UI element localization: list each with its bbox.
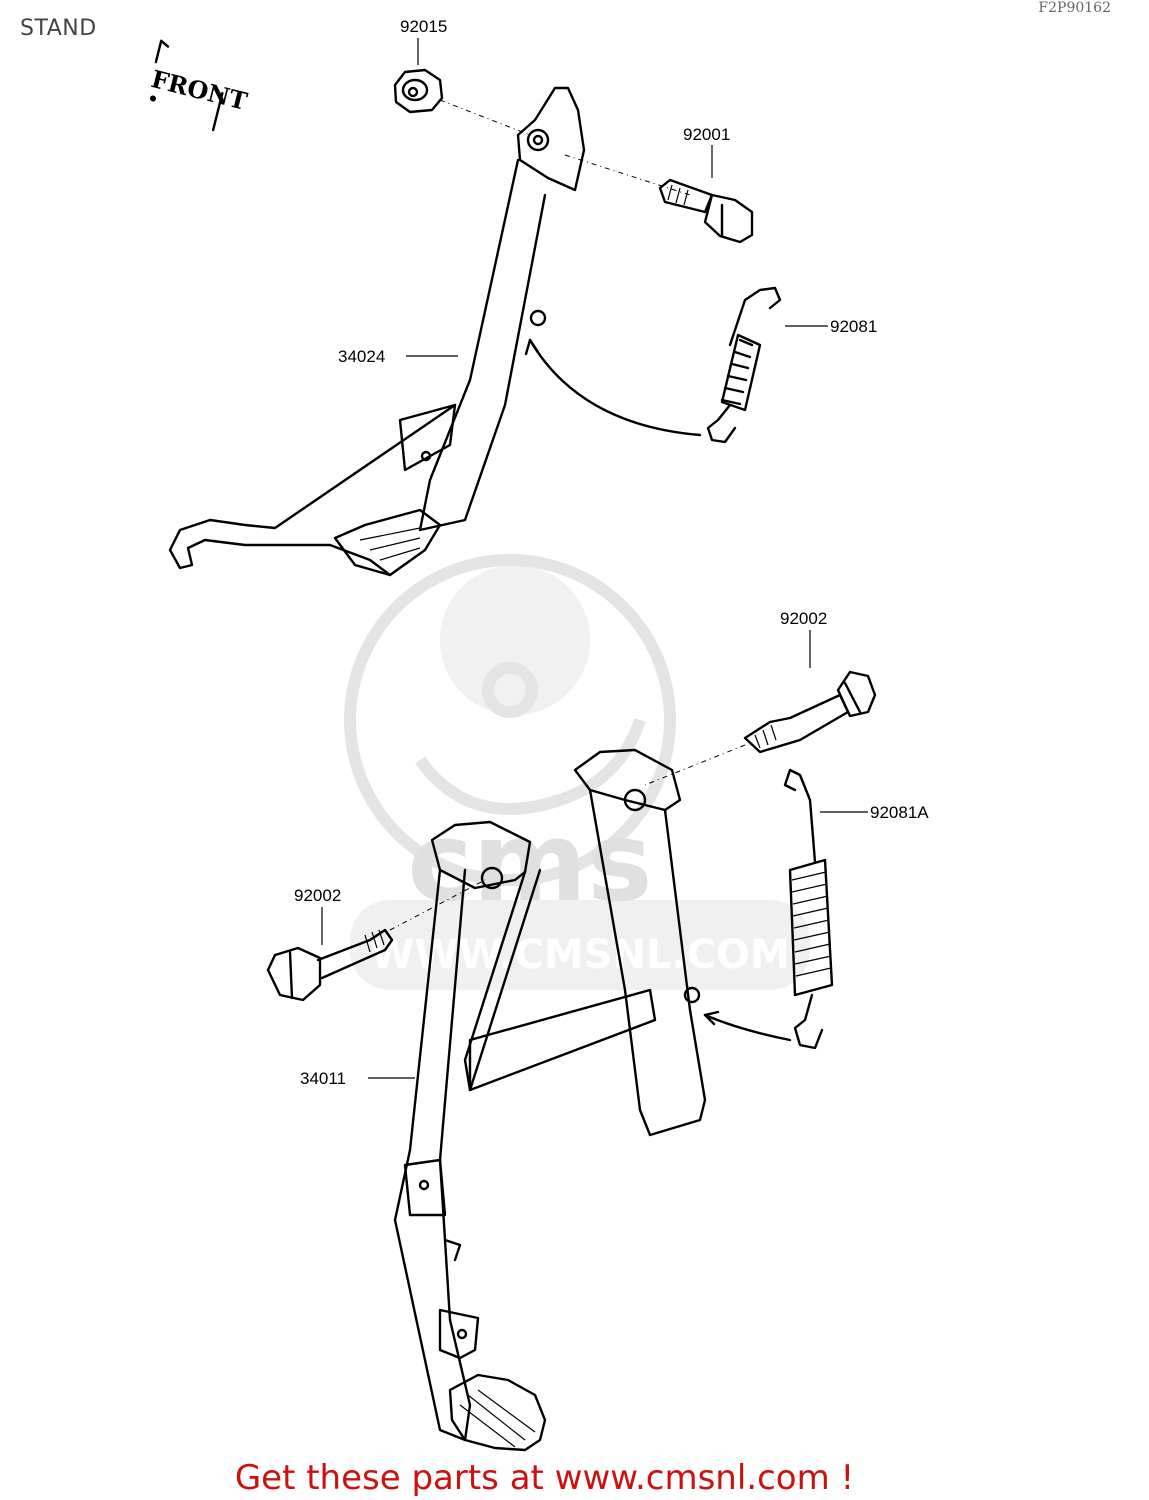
- watermark-brand: cms: [407, 798, 652, 926]
- side-stand-34024: [168, 86, 586, 577]
- page-title: STAND: [20, 16, 97, 41]
- bolt-92001: [658, 178, 754, 244]
- axis-line-92015: [439, 99, 691, 196]
- part-label-92081: 92081: [830, 317, 877, 336]
- footer-link-text: Get these parts at www.cmsnl.com !: [234, 1458, 855, 1498]
- bolt-92002-upper: [743, 670, 877, 754]
- part-label-92002-upper: 92002: [780, 609, 827, 628]
- front-tag-label: FRONT: [148, 64, 250, 116]
- spring-92081: [524, 286, 782, 444]
- part-label-34011: 34011: [300, 1069, 346, 1088]
- part-label-34024: 34024: [338, 347, 385, 366]
- watermark-url: WWW.CMSNL.COM: [370, 932, 790, 978]
- axis-line-92002-lower: [389, 879, 486, 931]
- part-label-92081A: 92081A: [870, 803, 929, 822]
- front-direction-tag: FRONT: [148, 39, 250, 132]
- diagram-ref-code: F2P90162: [1038, 0, 1111, 16]
- part-label-92001: 92001: [683, 125, 730, 144]
- footer-parts-link[interactable]: Get these parts at www.cmsnl.com !: [0, 1458, 1149, 1498]
- center-stand-34011: [393, 748, 707, 1452]
- part-label-92002-lower: 92002: [294, 886, 341, 905]
- leader-lines: [321, 38, 868, 1079]
- bolt-92002-lower: [266, 928, 394, 1002]
- spring-92081A: [703, 768, 834, 1050]
- nut-92015: [393, 68, 444, 114]
- axis-line-92002-upper: [644, 744, 746, 786]
- part-label-92015: 92015: [400, 17, 447, 36]
